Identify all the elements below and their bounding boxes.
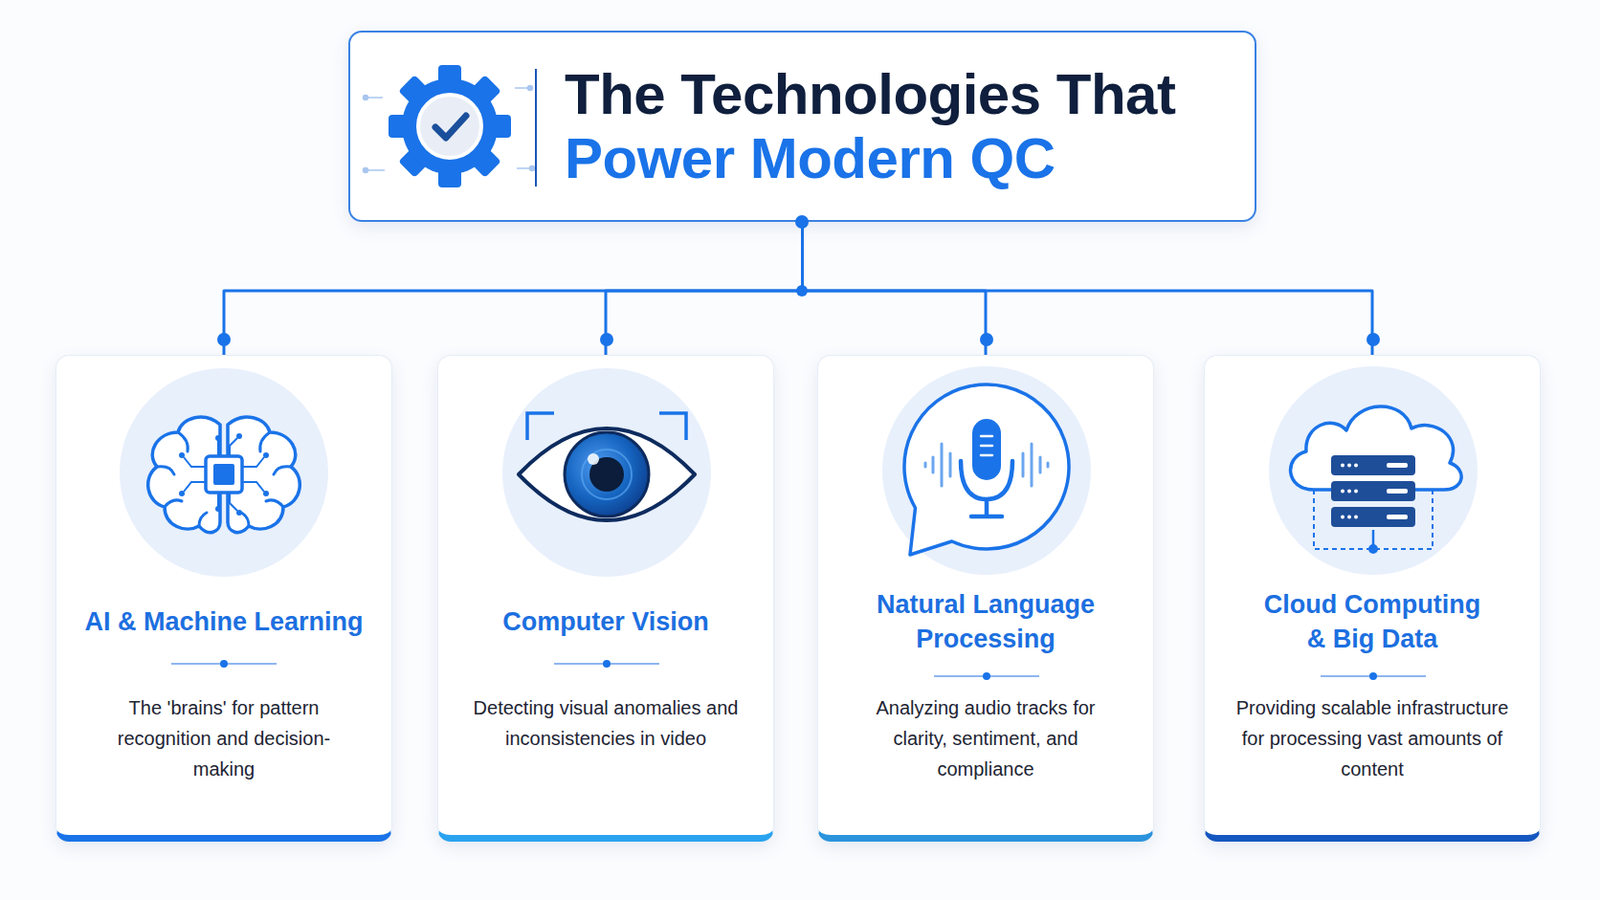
- tree-connector: [223, 222, 803, 356]
- connector-dot: [217, 215, 1380, 347]
- title-box: The Technologies ThatPower Modern QC: [348, 30, 1257, 223]
- connector-dot: [1366, 333, 1380, 347]
- card-description: Detecting visual anomalies and inconsist…: [462, 692, 750, 755]
- card-description: Providing scalable infrastructure for pr…: [1228, 692, 1516, 785]
- tree-connector: [605, 222, 803, 356]
- connector-dot: [600, 333, 614, 347]
- title-text: The Technologies That: [564, 62, 1255, 127]
- card-heading: Natural Language Processing: [870, 581, 1101, 663]
- card-heading: AI & Machine Learning: [66, 581, 382, 663]
- tree-connector: [802, 222, 1374, 356]
- card-description: The 'brains' for pattern recognition and…: [104, 692, 344, 785]
- tree-connector: [802, 222, 987, 356]
- connector-dot: [217, 333, 231, 347]
- technology-card: AI & Machine LearningThe 'brains' for pa…: [55, 355, 393, 843]
- title-text: Power Modern QC: [564, 126, 1255, 191]
- card-description: Analyzing audio tracks for clarity, sent…: [851, 692, 1120, 785]
- card-heading: Cloud Computing & Big Data: [1257, 581, 1488, 663]
- card-heading: Computer Vision: [447, 581, 764, 663]
- technology-card: Natural Language ProcessingAnalyzing aud…: [817, 355, 1155, 843]
- technology-card: Computer VisionDetecting visual anomalie…: [437, 355, 775, 843]
- connector-dot: [979, 333, 994, 347]
- connector-dot: [796, 285, 808, 297]
- technology-card: Cloud Computing & Big DataProviding scal…: [1203, 355, 1541, 843]
